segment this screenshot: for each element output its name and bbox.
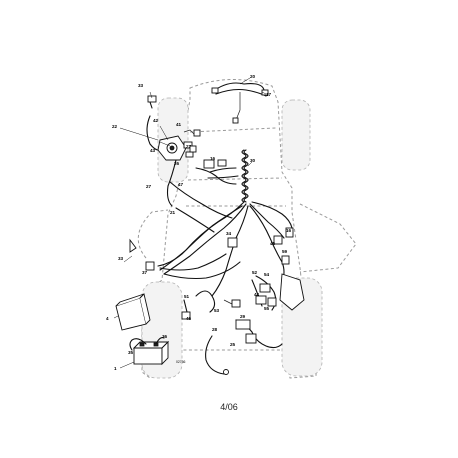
callout-52: 52 [252, 270, 258, 275]
callout-29: 29 [240, 314, 246, 319]
callout-36: 35 [128, 350, 134, 355]
callout-23: 21 [170, 210, 176, 215]
callout-30: 30 [250, 158, 256, 163]
callout-37: 36 [162, 334, 168, 339]
ignition-switch-assembly [146, 95, 194, 207]
callout-24: 22 [112, 124, 118, 129]
leader-lines [113, 77, 267, 369]
main-harness-bundle [157, 167, 293, 297]
callout-48: 51 [184, 294, 190, 299]
callout-55: 55 [264, 306, 270, 311]
rear-left-harness [181, 290, 241, 375]
callout-45: 45 [270, 241, 276, 246]
callout-43: 43 [150, 148, 156, 153]
callout-59: 59 [282, 249, 288, 254]
battery [129, 337, 170, 366]
callout-16: 16 [286, 228, 292, 233]
switch-connectors [129, 129, 294, 271]
battery-box [115, 293, 151, 331]
rear-harness-cluster [235, 273, 305, 349]
callout-33: 33 [118, 256, 124, 261]
callout-42: 42 [153, 118, 159, 123]
callout-26: 26 [174, 161, 180, 166]
callout-53: 53 [214, 308, 220, 313]
callout-21: 17 [266, 92, 272, 97]
callout-34: 34 [226, 231, 232, 236]
callout-44: 44 [254, 292, 260, 297]
front-wheel-right [281, 99, 311, 171]
callout-labels: 33 20 17 42 41 22 43 27 26 16 30 27 47 2… [106, 74, 292, 371]
callout-54: 54 [264, 272, 270, 277]
callout-41: 41 [176, 122, 182, 127]
callout-58: 33 [138, 83, 144, 88]
top-harness [211, 82, 269, 124]
callout-28: 28 [212, 327, 218, 332]
callout-4: 4 [106, 316, 109, 321]
callout-27: 27 [186, 144, 192, 149]
callout-1: 1 [114, 366, 117, 371]
date-code: 4/06 [220, 402, 238, 412]
callout-20: 16 [210, 156, 216, 161]
callout-22: 20 [250, 74, 256, 79]
callout-27b: 27 [146, 184, 152, 189]
figure-id: 02736 [176, 360, 186, 364]
callout-25: 25 [230, 342, 236, 347]
coiled-harness [241, 149, 249, 203]
callout-38: 37 [142, 270, 148, 275]
callout-47: 47 [178, 182, 184, 187]
callout-46: 46 [186, 316, 192, 321]
